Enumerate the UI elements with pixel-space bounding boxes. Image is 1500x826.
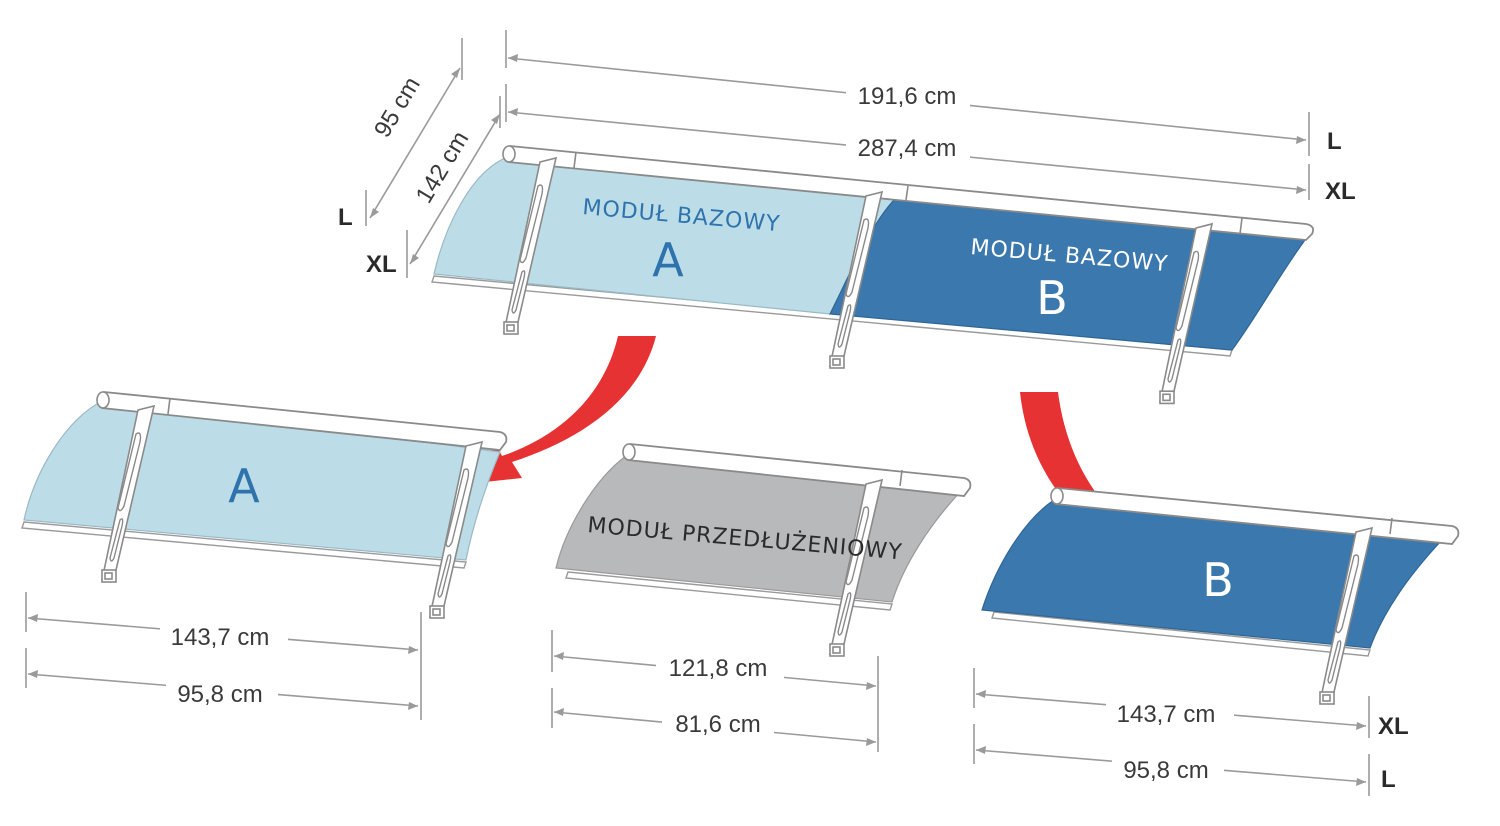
size-tag-xl-right: XL [1325, 178, 1356, 205]
module-b-standalone: B 143,7 cm 95,8 cm XL L [973, 487, 1460, 796]
size-tag-l-left: L [338, 204, 353, 231]
top-assembly: 95 cm 142 cm L XL 191,6 cm 287,4 cm L XL [338, 30, 1356, 405]
module-b-size-tag-xl: XL [1378, 713, 1409, 740]
module-b-size-tag-l: L [1381, 766, 1396, 793]
module-a-letter: A [228, 459, 260, 513]
width-xl-label: 287,4 cm [858, 135, 957, 162]
size-tag-xl-left: XL [366, 251, 397, 278]
arrow-to-module-a [466, 336, 656, 484]
module-a-width-xl: 143,7 cm [171, 624, 270, 651]
module-a-standalone: A 143,7 cm 95,8 cm [21, 391, 508, 720]
module-extension-width-l: 81,6 cm [675, 711, 760, 738]
module-b-width-l: 95,8 cm [1123, 757, 1208, 784]
module-a-width-l: 95,8 cm [177, 681, 262, 708]
depth-l-label: 95 cm [369, 72, 426, 142]
size-tag-l-right: L [1327, 128, 1342, 155]
module-b-width-xl: 143,7 cm [1117, 701, 1216, 728]
module-extension-width-xl: 121,8 cm [669, 655, 768, 682]
top-module-b-letter: B [1036, 271, 1068, 325]
module-b-panel [981, 499, 1444, 649]
top-module-a-letter: A [652, 233, 684, 287]
module-extension-standalone: MODUŁ PRZEDŁUŻENIOWY 121,8 cm 81,6 cm [551, 443, 972, 752]
depth-dimension-lines [365, 38, 501, 278]
module-b-letter: B [1202, 553, 1234, 607]
width-l-label: 191,6 cm [858, 83, 957, 110]
